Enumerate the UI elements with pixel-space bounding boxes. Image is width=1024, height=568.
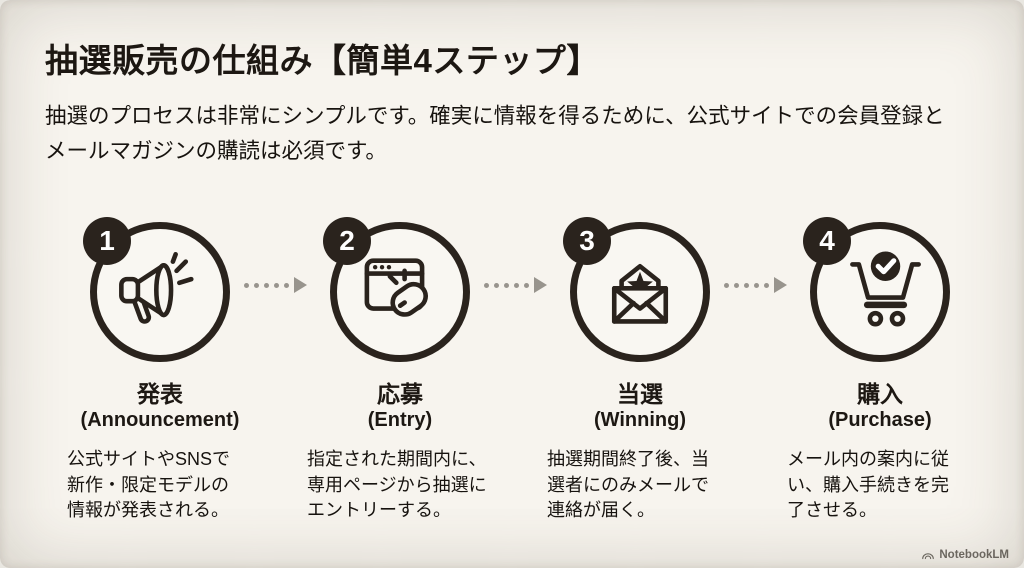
step-3-description: 抽選期間終了後、当 選者にのみメールで 連絡が届く。 <box>547 447 733 524</box>
step-4-desc-line-2: い、購入手続きを完 <box>787 474 949 495</box>
intro-line-2: メールマガジンの購読は必須です。 <box>45 139 387 163</box>
notebooklm-icon <box>922 553 935 560</box>
arrow-head-icon <box>294 277 307 293</box>
step-3-desc-line-1: 抽選期間終了後、当 <box>547 449 709 469</box>
step-3-number: 3 <box>579 225 595 256</box>
arrow-step1-to-step2 <box>244 277 307 293</box>
step-4-description: メール内の案内に従 い、購入手続きを完 了させる。 <box>787 447 973 524</box>
cart-check-icon <box>850 251 921 327</box>
intro-text: 抽選のプロセスは非常にシンプルです。確実に情報を得るために、公式サイトでの会員登… <box>45 99 945 169</box>
step-4-subtitle: (Purchase) <box>828 409 932 431</box>
step-1-description: 公式サイトやSNSで 新作・限定モデルの 情報が発表される。 <box>67 447 253 524</box>
step-announcement: 1 発表 (Announcement) 公式サイトやSNSで 新作・限定モデルの… <box>40 217 280 524</box>
step-2-circle: 2 <box>323 217 470 362</box>
page-title: 抽選販売の仕組み【簡単4ステップ】 <box>45 42 600 79</box>
step-1-desc-line-3: 情報が発表される。 <box>67 500 229 520</box>
step-purchase: 4 購入 (Purchase) メール内の案内に従 い、購入手続きを完 了させる… <box>760 217 1000 524</box>
step-1-subtitle: (Announcement) <box>80 409 240 431</box>
step-1-desc-line-2: 新作・限定モデルの <box>67 474 229 495</box>
step-2-desc-line-3: エントリーする。 <box>307 500 451 520</box>
arrow-head-icon <box>534 277 547 293</box>
step-2-desc-line-1: 指定された期間内に、 <box>307 449 487 469</box>
step-4-circle: 4 <box>803 217 950 362</box>
step-2-number: 2 <box>339 225 355 256</box>
step-3-desc-line-3: 連絡が届く。 <box>547 500 655 520</box>
step-winning: 3 当選 (Winning) 抽選期間終了後、当 選者にのみメールで 連絡が届く… <box>520 217 760 524</box>
step-1-circle: 1 <box>83 217 230 362</box>
step-4-title: 購入 <box>857 381 903 407</box>
watermark-label: NotebookLM <box>939 549 1009 561</box>
step-2-subtitle: (Entry) <box>367 409 433 431</box>
step-2-desc-line-2: 専用ページから抽選に <box>307 474 487 495</box>
step-3-title: 当選 <box>617 381 663 407</box>
arrow-step2-to-step3 <box>484 277 547 293</box>
step-3-subtitle: (Winning) <box>593 409 686 431</box>
step-4-number-badge: 4 <box>803 217 851 265</box>
step-4-desc-line-1: メール内の案内に従 <box>787 449 949 469</box>
step-3-number-badge: 3 <box>563 217 611 265</box>
step-2-number-badge: 2 <box>323 217 371 265</box>
step-3-desc-line-2: 選者にのみメールで <box>547 474 709 495</box>
step-1-number: 1 <box>99 225 115 256</box>
arrow-step3-to-step4 <box>724 277 787 293</box>
step-3-circle: 3 <box>563 217 710 362</box>
envelope-star-icon <box>611 263 669 324</box>
step-1-title: 発表 <box>137 381 183 407</box>
step-2-title: 応募 <box>377 381 423 407</box>
intro-line-1: 抽選のプロセスは非常にシンプルです。確実に情報を得るために、公式サイトでの会員登… <box>45 104 945 128</box>
browser-click-icon <box>364 258 428 317</box>
step-2-description: 指定された期間内に、 専用ページから抽選に エントリーする。 <box>307 447 493 524</box>
step-1-desc-line-1: 公式サイトやSNSで <box>67 449 231 469</box>
arrow-head-icon <box>774 277 787 293</box>
step-entry: 2 応募 (Entry) 指定された期間内に、 専用ページから抽選に エントリー… <box>280 217 520 524</box>
step-1-number-badge: 1 <box>83 217 131 265</box>
step-4-number: 4 <box>819 225 835 256</box>
megaphone-icon <box>119 251 194 324</box>
step-4-desc-line-3: 了させる。 <box>787 500 877 520</box>
watermark: NotebookLM <box>921 549 1009 561</box>
